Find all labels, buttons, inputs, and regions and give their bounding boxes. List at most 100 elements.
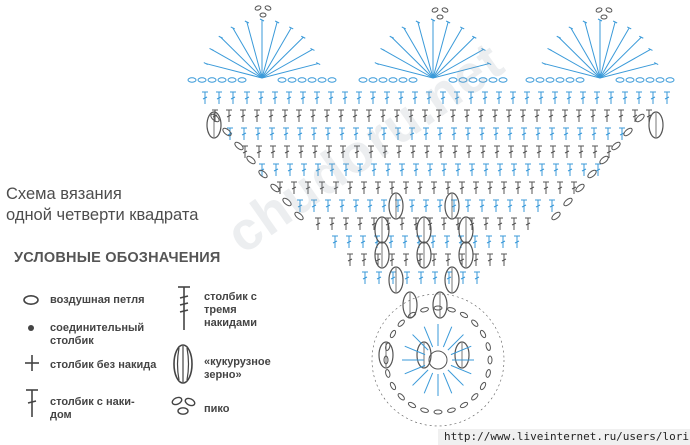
- fan-spoke-top: [374, 62, 380, 66]
- stitch-wrap: [437, 204, 443, 208]
- stitch-wrap: [376, 276, 382, 280]
- stitch-wrap: [343, 222, 349, 226]
- stitch-wrap: [389, 258, 395, 262]
- stitch-wrap: [534, 114, 540, 118]
- legend-label-popcorn: «кукурузное зерно»: [204, 356, 271, 381]
- chain-stitch: [645, 77, 655, 83]
- stitch-wrap: [543, 186, 549, 190]
- title-line-2: одной четверти квадрата: [6, 206, 199, 224]
- stitch-wrap: [632, 114, 638, 118]
- stitch-wrap: [370, 96, 376, 100]
- fan-spoke-top: [653, 62, 659, 66]
- stitch-wrap: [352, 114, 358, 118]
- stitch-wrap: [493, 204, 499, 208]
- stitch-wrap: [300, 96, 306, 100]
- stitch-wrap: [340, 150, 346, 154]
- stitch-wrap: [357, 168, 363, 172]
- chain-icon: [23, 295, 39, 305]
- ring-spoke: [412, 369, 429, 386]
- stitch-wrap: [389, 186, 395, 190]
- stitch-wrap: [329, 222, 335, 226]
- fan-spoke: [570, 27, 601, 79]
- stitch-wrap: [326, 150, 332, 154]
- stitch-wrap: [346, 240, 352, 244]
- stitch-wrap: [240, 114, 246, 118]
- stitch-wrap: [312, 150, 318, 154]
- fan-spoke-top: [389, 35, 394, 39]
- stitch-wrap: [455, 222, 461, 226]
- stitch-wrap: [521, 132, 527, 136]
- chain-stitch: [485, 342, 491, 351]
- stitch-wrap: [413, 168, 419, 172]
- chain-stitch: [254, 5, 262, 11]
- popcorn-stitch: [388, 266, 404, 294]
- chain-stitch: [655, 77, 665, 83]
- chain-stitch: [378, 77, 388, 83]
- stitch-wrap: [608, 96, 614, 100]
- stitch-wrap: [268, 114, 274, 118]
- stitch-wrap: [487, 258, 493, 262]
- stitch-wrap: [423, 132, 429, 136]
- popcorn-stitch: [378, 341, 394, 369]
- stitch-wrap: [581, 168, 587, 172]
- stitch-wrap: [525, 168, 531, 172]
- stitch-wrap: [506, 114, 512, 118]
- stitch-wrap: [319, 186, 325, 190]
- stitch-wrap: [388, 240, 394, 244]
- stitch-wrap: [375, 186, 381, 190]
- fan-spoke: [261, 48, 313, 79]
- stitch-wrap: [618, 114, 624, 118]
- stitch-wrap: [399, 168, 405, 172]
- fan-spoke: [205, 63, 263, 79]
- chain-stitch: [297, 77, 307, 83]
- fan-spoke: [432, 27, 463, 79]
- fan-spoke: [599, 27, 630, 79]
- stitch-wrap: [486, 240, 492, 244]
- stitch-wrap: [382, 150, 388, 154]
- stitch-wrap: [404, 276, 410, 280]
- chain-stitch: [468, 77, 478, 83]
- stitch-wrap: [480, 150, 486, 154]
- stitch-wrap: [297, 204, 303, 208]
- ring-spoke: [447, 369, 464, 386]
- stitch-wrap: [371, 222, 377, 226]
- popcorn-stitch: [454, 341, 470, 369]
- stitch-wrap: [366, 114, 372, 118]
- fan-spoke: [261, 27, 292, 79]
- stitch-wrap: [521, 204, 527, 208]
- stitch-wrap: [417, 258, 423, 262]
- stitch-wrap: [333, 186, 339, 190]
- ring-spoke: [450, 345, 472, 356]
- stitch-wrap: [244, 96, 250, 100]
- stitch-wrap: [367, 132, 373, 136]
- stitch-wrap: [492, 114, 498, 118]
- chain-stitch: [431, 7, 439, 13]
- stitch-wrap: [552, 96, 558, 100]
- stitch-wrap: [325, 204, 331, 208]
- stitch-wrap: [426, 96, 432, 100]
- stitch-wrap: [297, 132, 303, 136]
- chain-stitch: [389, 329, 397, 339]
- chain-stitch: [525, 77, 535, 83]
- chain-stitch: [397, 393, 405, 401]
- fan-spoke: [599, 63, 657, 79]
- fan-spoke: [211, 48, 263, 79]
- stitch-wrap: [329, 168, 335, 172]
- chain-stitch: [665, 77, 675, 83]
- stitch-wrap: [605, 132, 611, 136]
- fan-spoke-top: [301, 35, 306, 39]
- stitch-wrap: [342, 96, 348, 100]
- chain-stitch: [234, 141, 244, 151]
- chain-stitch: [389, 381, 397, 391]
- fan-spoke-top: [218, 35, 223, 39]
- stitch-wrap: [328, 96, 334, 100]
- stitch-wrap: [385, 168, 391, 172]
- stitch-wrap: [511, 222, 517, 226]
- fan-spoke-top: [244, 20, 250, 24]
- stitch-wrap: [356, 96, 362, 100]
- stitch-wrap: [664, 96, 670, 100]
- chain-stitch: [488, 77, 498, 83]
- slip-stitch-icon: [28, 325, 34, 331]
- chain-stitch: [471, 319, 479, 327]
- popcorn-stitch: [444, 192, 460, 220]
